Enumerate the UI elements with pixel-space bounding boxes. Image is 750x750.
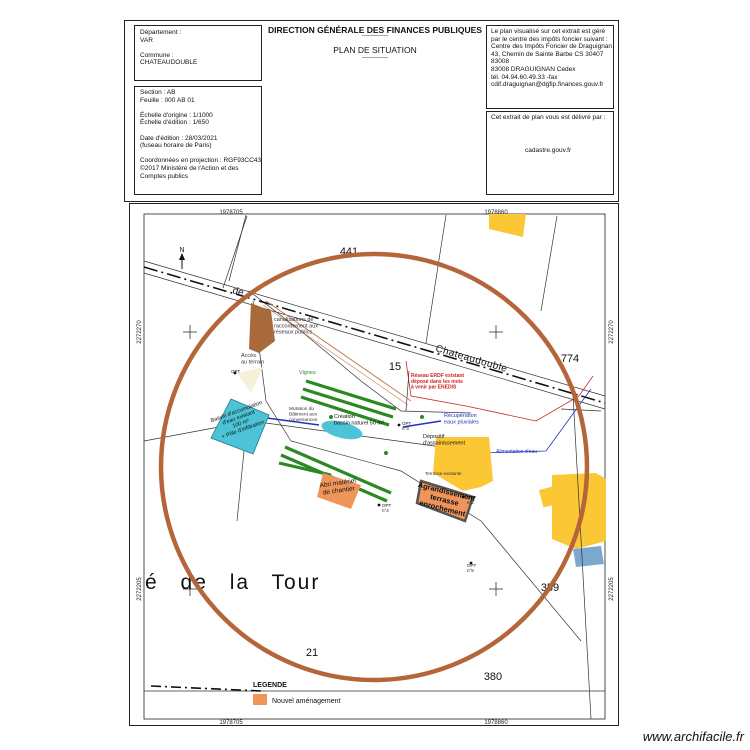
coord-left-bottom: 2272205 [137,577,143,601]
blue-shed [573,546,604,567]
map-frame: 1978705 1978860 1978705 1978860 2272270 … [129,203,619,726]
legend-item: Nouvel aménagement [272,698,341,705]
delivered-box: Cet extrait de plan vous est délivré par… [486,111,614,195]
supply-line [480,388,592,454]
supply-label: Alimentation d'eau [496,449,537,455]
situation-map: 1978705 1978860 1978705 1978860 2272270 … [137,210,615,725]
section-box: Section : AB Feuille : 000 AB 01 Échelle… [134,86,262,195]
road-name: Chateaudouble [434,343,508,375]
delivered-site: cadastre.gouv.fr [525,147,572,154]
coord-top-right: 1978860 [484,210,508,216]
coord-left-top: 2272270 [137,320,143,344]
header-dashes: ------------- [362,33,388,39]
cdif-box: Le plan visualisé sur cet extrait est gé… [486,25,614,109]
building-centre [433,437,493,491]
road-prefix: de [231,285,245,299]
access-area [237,367,263,393]
cdif-text: Le plan visualisé sur cet extrait est gé… [491,28,613,89]
building-right-1 [552,473,606,549]
building-top [489,214,526,237]
opt-label: OPT [231,369,241,374]
access-path [249,303,275,353]
commune-box: Département : VAR Commune : CHATEAUDOUBL… [134,25,262,81]
terrace-extension [415,479,475,523]
road-axis [143,266,606,404]
parcel-lines [143,214,606,720]
grid-crosses [183,325,503,596]
parcel-number: 15 [389,361,401,373]
connection-line [265,300,412,402]
shelter-label: Abri matérielde chantier [319,477,358,496]
watermark: www.archifacile.fr [642,729,744,744]
section-text: Section : AB Feuille : 000 AB 01 Échelle… [140,89,262,180]
coord-top-left: 1978705 [219,210,243,216]
north-label: N [179,247,184,254]
place-name: é de la Tour [145,571,320,594]
terrace-existing-label: Terrasse existante [425,471,462,476]
equipment-shelter [317,473,361,509]
parcel-number: 21 [306,647,318,659]
header-title: DIRECTION GÉNÉRALE DES FINANCES PUBLIQUE… [268,25,482,35]
limit-dashes [150,685,262,692]
radius-circle [158,251,590,683]
erdf-line [405,360,594,422]
vine-rows [278,379,397,503]
legend-swatch [253,694,267,705]
new-basin [321,420,363,440]
opt-markers [233,371,473,565]
plan-title: PLAN DE SITUATION [333,45,417,55]
coord-right-top: 2272270 [609,320,615,344]
parcel-number: 380 [484,671,502,683]
commune-text: Département : VAR Commune : CHATEAUDOUBL… [140,29,198,67]
plant-marks [329,415,424,455]
rain-line [402,420,442,428]
inner-frame [143,213,606,720]
vines-label: Vignes [299,370,316,376]
plan-dashes: ------------- [362,55,388,61]
parcel-number: 774 [561,353,579,365]
coord-right-bottom: 2272205 [609,577,615,601]
legend-title: LEGENDE [253,682,287,689]
building-right-2 [538,486,559,508]
coord-bottom-left: 1978705 [219,720,243,725]
legend: LEGENDE Nouvel aménagement [253,682,341,705]
coord-bottom-right: 1978860 [484,720,508,725]
delivered-label: Cet extrait de plan vous est délivré par… [491,114,606,121]
north-arrow-icon: N [179,247,185,269]
existing-basin [210,398,270,455]
